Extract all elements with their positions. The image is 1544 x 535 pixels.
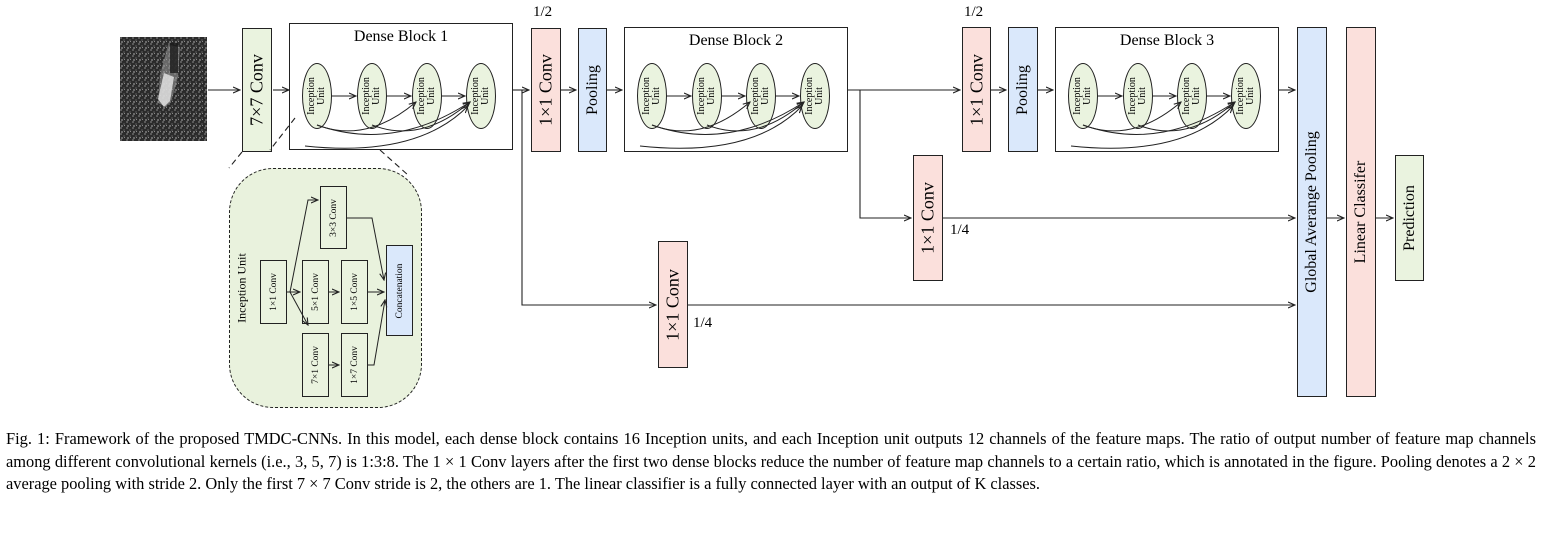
pooling-2: Pooling [1008,27,1038,152]
dense-block-3-title: Dense Block 3 [1119,32,1215,49]
connection-arrows [208,0,1544,410]
detail-conv-1x7: 1×7 Conv [341,333,368,397]
dense-connection [651,102,750,132]
global-average-pooling: Global Averange Pooling [1297,27,1327,397]
dense-connection [706,102,804,132]
dense-connection [304,106,468,149]
conv-7x7: 7×7 Conv [242,28,272,152]
detail-conv-1x5: 1×5 Conv [341,260,368,324]
conv-1x1-skip-block2: 1×1 Conv [913,155,943,281]
dense-connection [316,102,470,135]
pooling-1: Pooling [578,28,607,152]
ratio-label-quarter-2: 1/4 [693,315,713,331]
dense-block-2-title: Dense Block 2 [688,32,784,49]
dense-connection [1082,102,1235,135]
dense-connection [1137,102,1235,132]
detail-conv-1x1: 1×1 Conv [260,260,287,324]
dense-connection [371,102,470,132]
input-sar-image [120,37,207,141]
framework-figure: 7×7 Conv Dense Block 1 1×1 Conv 1/2 Pool… [120,0,1544,410]
ratio-label-half-2: 1/2 [964,4,984,20]
detail-concatenation: Concatenation [386,245,413,336]
dense-connection [316,102,416,132]
detail-conv-3x3: 3×3 Conv [320,186,347,249]
prediction: Prediction [1395,155,1424,281]
caption-text: Fig. 1: Framework of the proposed TMDC-C… [6,429,1536,493]
conv-1x1-skip-block1: 1×1 Conv [658,241,688,368]
ratio-label-quarter-1: 1/4 [950,222,970,238]
dense-connection [639,106,802,149]
conv-1x1-after-block2: 1×1 Conv [962,27,991,152]
detail-conv-5x1: 5×1 Conv [302,260,329,324]
detail-conv-7x1: 7×1 Conv [302,333,329,397]
conv-1x1-after-block1: 1×1 Conv [531,28,561,152]
dense-connection [1082,102,1181,132]
ratio-label-half-1: 1/2 [533,4,553,20]
figure-caption: Fig. 1: Framework of the proposed TMDC-C… [6,428,1536,496]
linear-classifier: Linear Classifer [1346,27,1376,397]
dense-block-1-title: Dense Block 1 [353,28,449,45]
dense-connection [1070,106,1233,149]
dense-connection [651,102,804,135]
